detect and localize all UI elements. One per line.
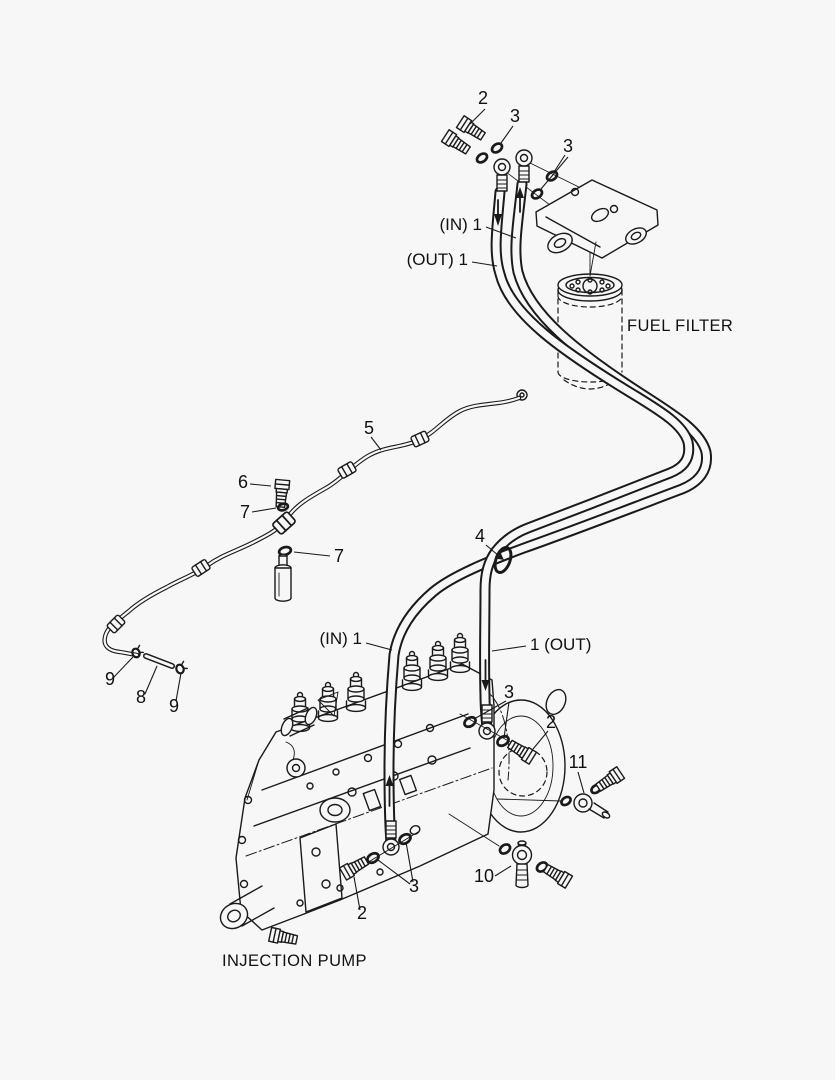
pump-front-fitting [338, 831, 419, 881]
callout-2-top: 2 [478, 88, 488, 108]
leader-lines [112, 108, 585, 911]
label-filter-out: (OUT) 1 [407, 250, 468, 269]
flow-arrow-out-pump [481, 659, 490, 691]
label-pump-in: (IN) 1 [320, 629, 363, 648]
overflow-fitting-10 [448, 813, 574, 889]
hose-8-and-clips-9 [129, 643, 190, 676]
callout-9-right: 9 [169, 696, 179, 716]
flow-arrow-out-top [494, 199, 502, 226]
callout-7-upper: 7 [240, 502, 250, 522]
fuel-hoses [382, 149, 713, 856]
label-filter-in: (IN) 1 [440, 215, 483, 234]
hose-end-fittings [382, 149, 533, 856]
callout-5: 5 [364, 418, 374, 438]
callout-10: 10 [474, 866, 494, 886]
fuel-filter [557, 245, 623, 390]
label-injection-pump: INJECTION PUMP [222, 952, 367, 970]
callout-6: 6 [238, 472, 248, 492]
joint-parts-6-7 [272, 478, 293, 602]
callout-8: 8 [136, 687, 146, 707]
flow-arrow-in-pump [385, 775, 394, 807]
callout-2-rear: 2 [546, 712, 556, 732]
leak-off-line [102, 389, 528, 658]
label-pump-out: 1 (OUT) [530, 635, 591, 654]
label-fuel-filter: FUEL FILTER [627, 317, 733, 335]
callout-2-front: 2 [357, 903, 367, 923]
callout-4: 4 [475, 526, 485, 546]
filter-mount-bracket [505, 161, 659, 277]
callout-7-lower: 7 [334, 546, 344, 566]
callout-11: 11 [569, 752, 588, 772]
top-fitting-parts [440, 115, 559, 200]
flow-arrow-in-top [516, 187, 524, 213]
callout-3-rear: 3 [504, 682, 514, 702]
callout-3-front: 3 [409, 876, 419, 896]
callout-3-bracket: 3 [563, 136, 573, 156]
callout-3-top: 3 [510, 106, 520, 126]
callout-9-left: 9 [105, 669, 115, 689]
elbow-fitting-11 [496, 766, 626, 819]
